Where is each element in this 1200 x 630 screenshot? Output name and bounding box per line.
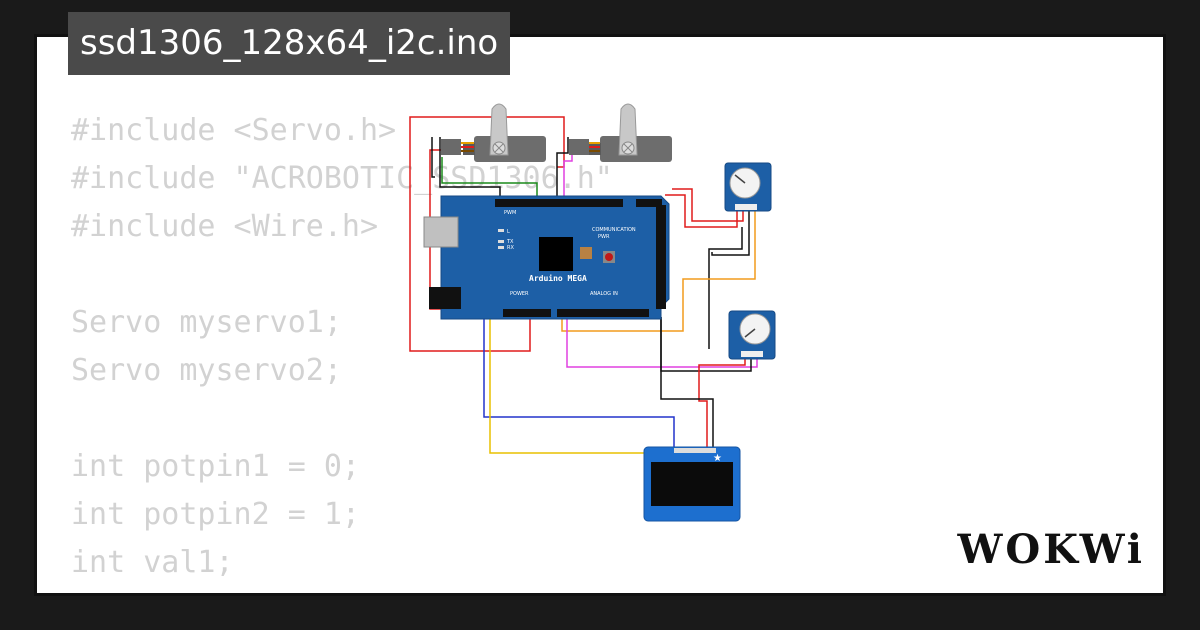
wire-black-oled bbox=[660, 317, 714, 449]
board-power-label: POWER bbox=[510, 291, 529, 297]
circuit-diagram: PWM COMMUNICATION PWR L TX RX Arduino ME… bbox=[409, 103, 776, 522]
code-line: #include <Servo.h> bbox=[71, 113, 397, 148]
code-line: int potpin1 = 0; bbox=[71, 449, 360, 484]
star-icon: ★ bbox=[713, 453, 722, 464]
preview-card: #include <Servo.h> #include "ACROBOTIC_SS… bbox=[34, 34, 1166, 596]
wire-black-servo2 bbox=[556, 137, 569, 197]
board-pwr-label: PWR bbox=[598, 234, 610, 240]
potentiometer-2[interactable] bbox=[728, 310, 776, 360]
arduino-mega[interactable]: PWM COMMUNICATION PWR L TX RX Arduino ME… bbox=[423, 195, 670, 320]
servo-1[interactable] bbox=[441, 103, 546, 162]
wire-black-gnd bbox=[439, 137, 501, 197]
board-led-rx: RX bbox=[507, 245, 514, 251]
board-led-tx: TX bbox=[506, 239, 514, 245]
wires bbox=[409, 116, 758, 454]
board-comm-label: COMMUNICATION bbox=[592, 227, 636, 233]
potentiometer-1[interactable] bbox=[724, 162, 772, 212]
wire-orange-pot1 bbox=[561, 209, 756, 332]
board-name: Arduino MEGA bbox=[529, 273, 587, 283]
board-pwm-label: PWM bbox=[504, 210, 516, 216]
sketch-title: ssd1306_128x64_i2c.ino bbox=[68, 12, 511, 75]
wire-magenta-pot2 bbox=[566, 317, 758, 368]
code-line: int potpin2 = 1; bbox=[71, 497, 360, 532]
wire-red-pot1b bbox=[672, 188, 744, 222]
wire-black-servo1 bbox=[431, 137, 435, 178]
wire-red-pot2 bbox=[698, 355, 746, 449]
code-background: #include <Servo.h> #include "ACROBOTIC_SS… bbox=[71, 107, 613, 593]
board-led-l: L bbox=[507, 229, 510, 235]
servo-2[interactable] bbox=[569, 103, 672, 162]
wire-yellow-scl bbox=[489, 315, 648, 454]
code-line: int val1; bbox=[71, 545, 234, 580]
code-line: Servo myservo2; bbox=[71, 353, 342, 388]
code-line: #include <Wire.h> bbox=[71, 209, 379, 244]
wire-black-pot1 bbox=[711, 209, 750, 256]
wire-blue-sda bbox=[483, 315, 675, 449]
wire-black-gnd2 bbox=[708, 227, 743, 349]
code-line: Servo myservo1; bbox=[71, 305, 342, 340]
wokwi-logo: WOKWi bbox=[957, 526, 1145, 573]
oled-display[interactable]: ★ bbox=[643, 446, 741, 522]
wire-green-signal bbox=[441, 157, 538, 200]
code-line: #include "ACROBOTIC_SSD1306.h" bbox=[71, 161, 613, 196]
board-analog-label: ANALOG IN bbox=[590, 291, 618, 297]
